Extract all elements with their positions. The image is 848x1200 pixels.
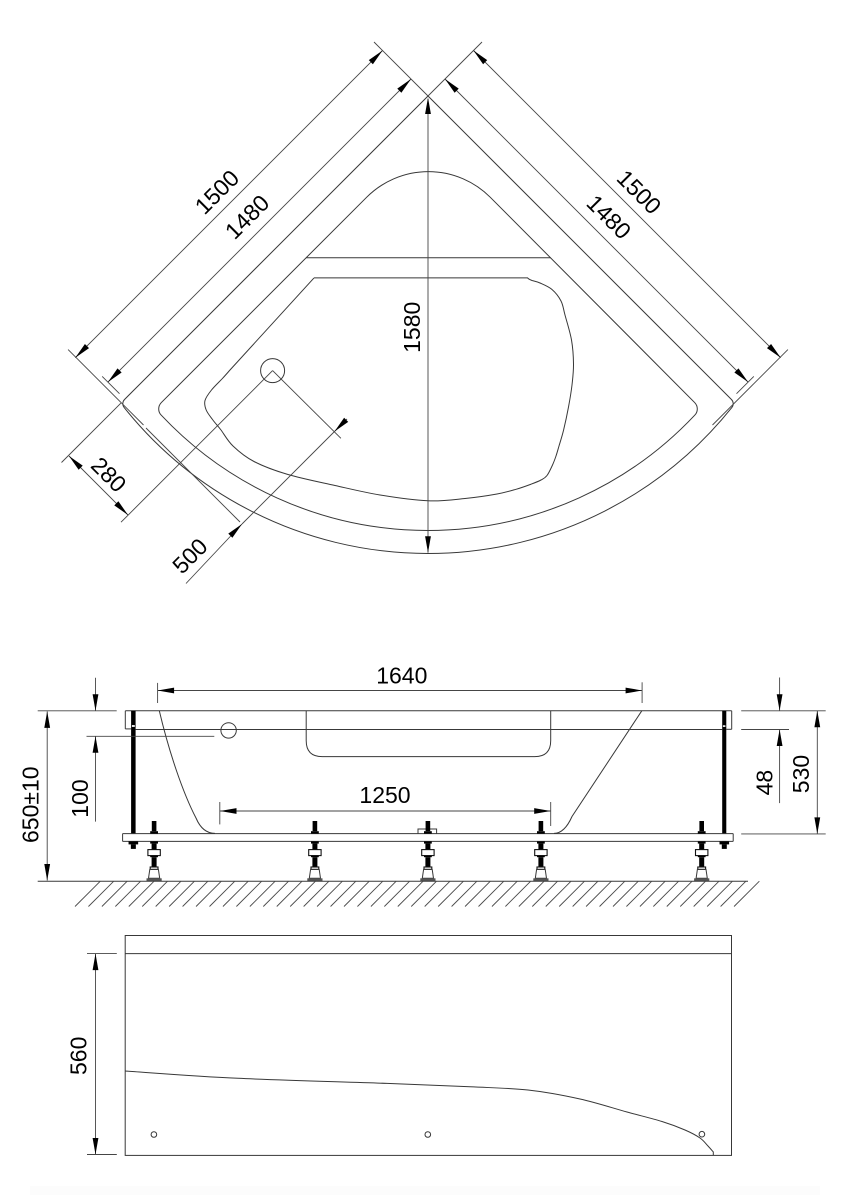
svg-text:1580: 1580 <box>399 302 425 353</box>
svg-text:530: 530 <box>788 755 814 793</box>
svg-text:48: 48 <box>751 770 777 796</box>
svg-text:1250: 1250 <box>359 782 410 808</box>
svg-text:560: 560 <box>65 1037 91 1075</box>
svg-text:100: 100 <box>67 779 93 817</box>
svg-text:650±10: 650±10 <box>18 766 44 843</box>
svg-text:1640: 1640 <box>376 663 427 689</box>
